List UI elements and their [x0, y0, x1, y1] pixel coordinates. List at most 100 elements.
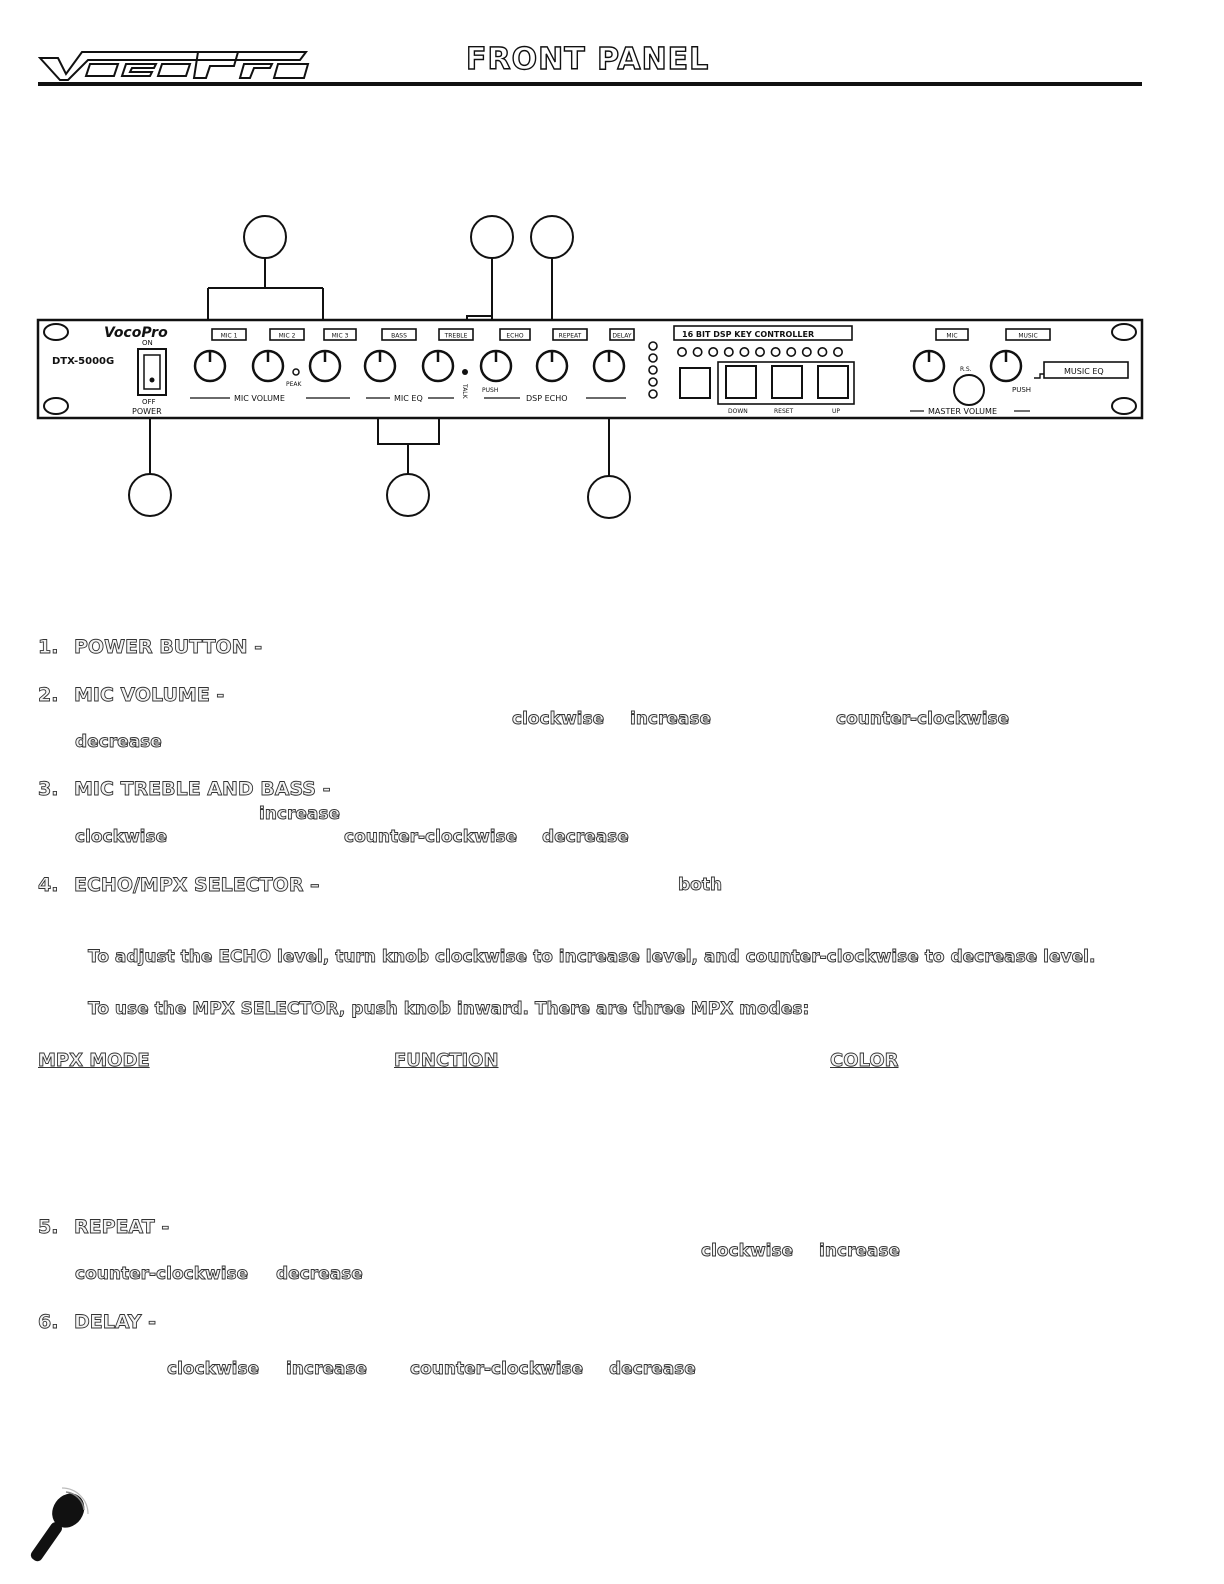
key-down-button: [725, 365, 757, 399]
key-reset-button: [771, 365, 803, 399]
key-down-label: DOWN: [728, 408, 748, 415]
key-led: [676, 347, 687, 358]
item-5-keyword: clockwise: [701, 1241, 794, 1262]
input-label-text: ECHO: [506, 333, 523, 340]
key-reset-label: RESET: [774, 408, 794, 415]
key-led: [817, 347, 828, 358]
input-label-text: REPEAT: [559, 333, 582, 340]
power-off-label: OFF: [142, 398, 156, 406]
input-label-text: DELAY: [612, 333, 632, 340]
item-2-keyword: decrease: [75, 732, 163, 753]
key-led: [723, 347, 734, 358]
rs-label: R.S.: [960, 366, 972, 373]
item-3-title: MIC TREBLE AND BASS -: [74, 778, 331, 801]
dsp-echo-label: DSP ECHO: [526, 394, 568, 403]
key-led: [801, 347, 812, 358]
power-label: POWER: [132, 407, 162, 416]
item-5-title: REPEAT -: [74, 1216, 170, 1239]
panel-model: DTX-5000G: [52, 356, 114, 367]
callout-circle-power: [128, 473, 172, 517]
key-led: [770, 347, 781, 358]
item-3-keyword: clockwise: [75, 827, 168, 848]
panel-brand: VocoPro: [104, 325, 168, 341]
mic-eq-label: MIC EQ: [394, 394, 423, 403]
mic-volume-label: MIC VOLUME: [234, 394, 285, 403]
item-6-keyword: increase: [286, 1359, 368, 1380]
callout-circle-echo: [470, 215, 514, 259]
push-label-master: PUSH: [1012, 386, 1031, 394]
item-5-keyword: decrease: [276, 1264, 364, 1285]
talk-label: TALK: [461, 383, 468, 400]
item-2-title: MIC VOLUME -: [74, 684, 225, 707]
input-label-text: TREBLE: [444, 333, 468, 340]
vocopro-logo: [38, 51, 310, 81]
microphone-icon: [30, 1487, 89, 1562]
item-1-number: 1.: [38, 636, 59, 659]
mpx-intro-text: To use the MPX SELECTOR, push knob inwar…: [88, 999, 810, 1020]
front-panel-diagram: VocoPro DTX-5000G ON OFF POWER MIC 1 MIC …: [36, 215, 1144, 519]
master-volume-label: MASTER VOLUME: [928, 407, 997, 416]
rs-button: [953, 374, 985, 406]
music-eq-label: MUSIC EQ: [1064, 367, 1104, 376]
item-3-keyword: decrease: [542, 827, 630, 848]
input-label-box: [269, 328, 305, 341]
push-label: PUSH: [482, 387, 498, 394]
input-label-box: [438, 328, 474, 341]
item-2-keyword: increase: [630, 709, 712, 730]
page-title: FRONT PANEL: [465, 41, 710, 77]
item-5-keyword: counter-clockwise: [75, 1264, 249, 1285]
input-label-box: [609, 328, 635, 341]
item-6-title: DELAY -: [74, 1311, 157, 1334]
key-led: [832, 347, 843, 358]
item-2-keyword: counter-clockwise: [836, 709, 1010, 730]
item-4-number: 4.: [38, 874, 59, 897]
input-label-text: MUSIC: [1018, 333, 1037, 340]
input-label-box: [499, 328, 531, 341]
callout-circle-mic-volume: [243, 215, 287, 259]
echo-adjust-text: To adjust the ECHO level, turn knob cloc…: [88, 947, 1096, 968]
item-3-keyword: counter-clockwise: [344, 827, 518, 848]
title-divider: [38, 82, 1142, 86]
power-on-label: ON: [142, 339, 153, 347]
callout-circle-mic-eq: [386, 473, 430, 517]
input-label-text: MIC 3: [332, 333, 349, 340]
key-up-label: UP: [832, 408, 840, 415]
callout-circle-repeat: [530, 215, 574, 259]
key-led: [786, 347, 797, 358]
key-led: [692, 347, 703, 358]
input-label-box: [552, 328, 588, 341]
input-label-text: MIC: [946, 333, 957, 340]
peak-label: PEAK: [286, 381, 303, 388]
item-3-number: 3.: [38, 778, 59, 801]
item-4-keyword: both: [678, 875, 723, 896]
input-label-box: [1005, 328, 1051, 341]
key-controller-label: 16 BIT DSP KEY CONTROLLER: [682, 330, 814, 339]
item-5-keyword: increase: [819, 1241, 901, 1262]
key-controller-label-box: [673, 325, 853, 341]
item-6-number: 6.: [38, 1311, 59, 1334]
mpx-table-header-function: FUNCTION: [394, 1050, 499, 1072]
item-3-keyword: increase: [259, 804, 341, 825]
input-label-box: [381, 328, 417, 341]
item-5-number: 5.: [38, 1216, 59, 1239]
item-6-keyword: decrease: [609, 1359, 697, 1380]
input-label-text: MIC 1: [221, 333, 238, 340]
key-up-button: [817, 365, 849, 399]
item-2-number: 2.: [38, 684, 59, 707]
key-led: [708, 347, 719, 358]
item-6-keyword: clockwise: [167, 1359, 260, 1380]
item-2-keyword: clockwise: [512, 709, 605, 730]
callout-circle-delay: [587, 475, 631, 519]
item-1-title: POWER BUTTON -: [74, 636, 263, 659]
input-label-box: [935, 328, 969, 341]
key-led: [739, 347, 750, 358]
key-led: [754, 347, 765, 358]
item-4-title: ECHO/MPX SELECTOR –: [74, 874, 320, 897]
mpx-table-header-color: COLOR: [830, 1050, 899, 1072]
key-tempo-button: [679, 367, 711, 399]
input-label-box: [211, 328, 247, 341]
item-6-keyword: counter-clockwise: [410, 1359, 584, 1380]
mpx-table-header-mode: MPX MODE: [38, 1050, 151, 1072]
input-label-text: MIC 2: [279, 333, 296, 340]
input-label-text: BASS: [391, 333, 407, 340]
